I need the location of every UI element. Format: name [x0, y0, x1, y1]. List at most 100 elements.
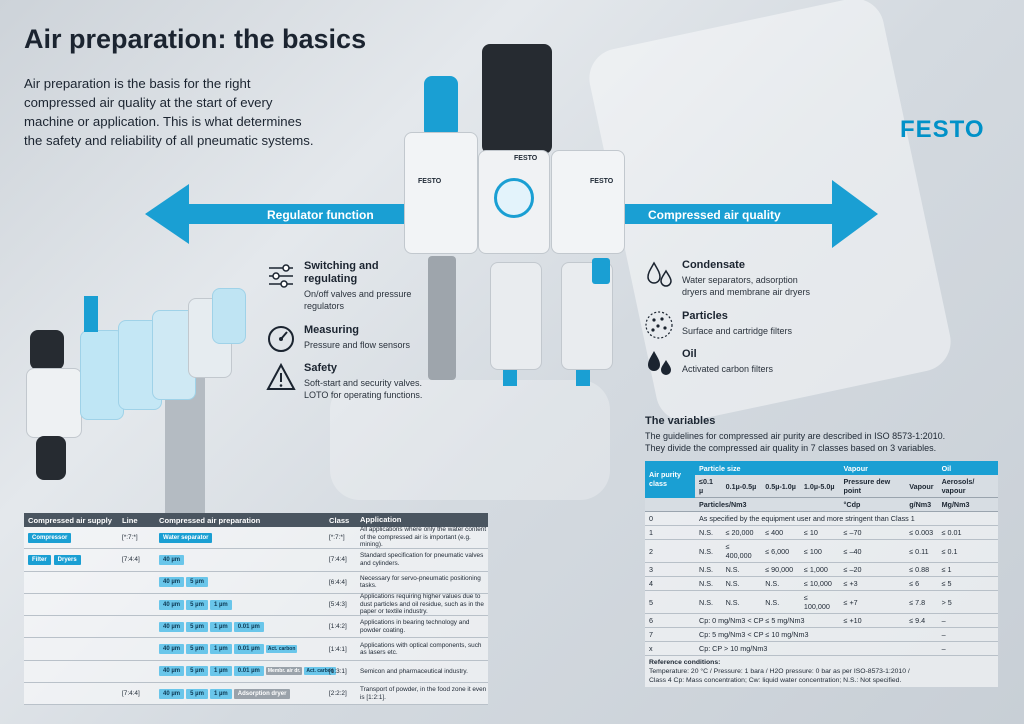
preparation-chip: 5 µm [186, 599, 208, 610]
table-cell: N.S. [721, 590, 762, 614]
table-cell: ≤ 1,000 [799, 562, 840, 577]
feature-text: Water separators, adsorption dryers and … [682, 275, 811, 297]
feature-text: Soft-start and security valves. LOTO for… [304, 378, 423, 400]
reference-line: Temperature: 20 °C / Pressure: 1 bara / … [649, 668, 910, 675]
variables-line: The guidelines for compressed air purity… [645, 431, 946, 441]
table-cell: N.S. [695, 539, 722, 563]
preparation-chip: 5 µm [186, 666, 208, 677]
table-cell: ≤ 400 [761, 525, 800, 540]
table-subheader: 0.5µ-1.0µ [761, 475, 800, 498]
table-header: Compressed air supply [28, 515, 112, 525]
preparation-chip: 40 µm [159, 688, 185, 699]
table-unit: Mg/Nm3 [937, 497, 998, 512]
table-cell: ≤ 400,000 [721, 539, 762, 563]
variables-line: They divide the compressed air quality i… [645, 443, 937, 453]
application-cell: Semicon and pharmaceutical industry. [360, 667, 468, 675]
table-cell: N.S. [695, 576, 722, 591]
table-cell: ≤ 90,000 [761, 562, 800, 577]
table-header-row: Compressed air supply Line Compressed ai… [24, 513, 488, 527]
table-cell: > 5 [937, 590, 998, 614]
application-cell: Transport of powder, in the food zone it… [360, 686, 487, 701]
feature-text: Activated carbon filters [682, 364, 774, 374]
table-cell: N.S. [695, 562, 722, 577]
table-cell: N.S. [695, 525, 722, 540]
table-cell: – [937, 641, 998, 656]
table-cell: ≤ 20,000 [721, 525, 762, 540]
preparation-chip: 40 µm [159, 599, 185, 610]
table-cell: Cp: 0 mg/Nm3 < CP ≤ 5 mg/Nm3 [695, 613, 840, 628]
preparation-chip: 0.01 µm [233, 621, 264, 632]
regulator-arrow [145, 184, 405, 244]
preparation-chip: 40 µm [159, 554, 185, 565]
table-cell: 7 [645, 627, 695, 642]
table-subheader: 1.0µ-5.0µ [799, 475, 840, 498]
preparation-chip: 5 µm [186, 644, 208, 655]
variables-text: The guidelines for compressed air purity… [645, 430, 1005, 454]
feature-title: Safety [304, 362, 338, 374]
class-cell: [7:4:4] [329, 556, 347, 564]
table-cell: ≤ 6 [905, 576, 938, 591]
feature-title: Switching and regulating [304, 260, 379, 285]
preparation-chip: 1 µm [209, 666, 232, 677]
line-cell: [7:4:4] [122, 556, 140, 564]
class-cell: [1:3:1] [329, 667, 347, 675]
class-cell: [1:4:1] [329, 645, 347, 653]
intro-text: Air preparation is the basis for the rig… [24, 76, 314, 148]
application-cell: All applications where only the water co… [360, 526, 487, 549]
class-cell: [5:4:3] [329, 601, 347, 609]
table-subheader: ≤0.1 µ [695, 475, 722, 498]
reference-line: Class 4 Cp: Mass concentration; Cw: liqu… [649, 677, 902, 684]
table-cell: ≤ 10,000 [799, 576, 840, 591]
application-cell: Standard specification for pneumatic val… [360, 552, 484, 567]
preparation-chip: Water separator [159, 532, 213, 543]
table-subheader-row: ≤0.1 µ 0.1µ-0.5µ 0.5µ-1.0µ 1.0µ-5.0µ Pre… [645, 475, 998, 498]
table-cell: 6 [645, 613, 695, 628]
regulator-function-label: Regulator function [267, 208, 374, 222]
preparation-chip: 1 µm [209, 688, 232, 699]
table-header: Particle size [695, 461, 840, 475]
table-cell [905, 641, 938, 656]
reference-title: Reference conditions: [649, 659, 721, 666]
unit-label: FESTO [514, 155, 538, 162]
preparation-cell: Water separator [159, 532, 327, 543]
oil-drops-icon [648, 351, 671, 375]
variables-title: The variables [645, 415, 716, 427]
table-cell: x [645, 641, 695, 656]
table-cell: 3 [645, 562, 695, 577]
class-cell: [*:7:*] [329, 534, 345, 542]
application-cell: Necessary for servo-pneumatic positionin… [360, 574, 481, 590]
table-cell: As specified by the equipment user and m… [695, 511, 998, 526]
preparation-chip: 0.01 µm [233, 644, 264, 655]
table-cell: ≤ 0.11 [905, 539, 938, 563]
table-cell: Cp: 5 mg/Nm3 < CP ≤ 10 mg/Nm3 [695, 627, 840, 642]
application-cell: Applications in bearing technology and p… [360, 619, 470, 634]
table-unit: Particles/Nm3 [695, 497, 840, 512]
preparation-chip: 40 µm [159, 644, 185, 655]
table-cell [839, 641, 906, 656]
supply-chip: Filter [28, 554, 51, 565]
preparation-chip: Act. carbon [265, 645, 298, 654]
table-row: Compressor[*:7:*]Water separator[*:7:*]A… [24, 526, 488, 550]
table-cell: 0 [645, 511, 695, 526]
class-cell: [6:4:4] [329, 578, 347, 586]
preparation-chip: Act. carbon [304, 667, 336, 676]
table-header: Vapour [839, 461, 938, 475]
table-cell: – [937, 613, 998, 628]
supply-chip: Compressor [28, 532, 72, 543]
water-drops-icon [647, 261, 672, 287]
line-cell: [7:4:4] [122, 690, 140, 698]
table-unit: g/Nm3 [905, 497, 938, 512]
preparation-chip: Adsorption dryer [233, 688, 291, 699]
class-cell: [1:4:2] [329, 623, 347, 631]
